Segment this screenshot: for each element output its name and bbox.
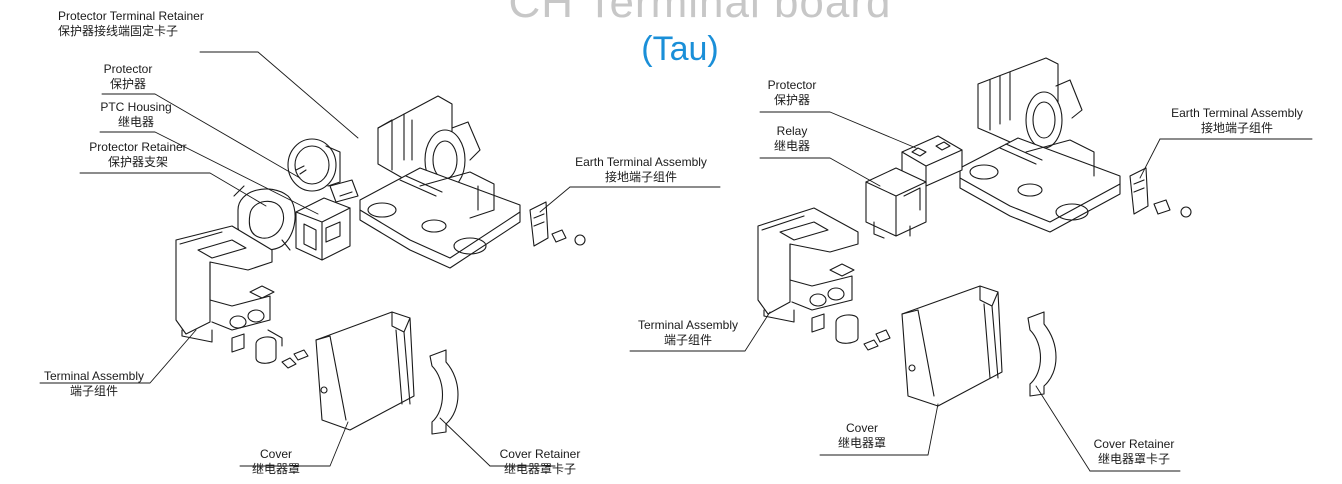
label-cover-left: Cover 继电器罩 xyxy=(246,447,306,477)
label-cn: 继电器罩 xyxy=(837,436,886,450)
left-protector-retainer xyxy=(233,185,296,251)
label-protector-terminal-retainer: Protector Terminal Retainer 保护器接线端固定卡子 xyxy=(58,9,204,39)
right-mounting-bracket xyxy=(959,57,1121,233)
right-earth-terminal xyxy=(1129,167,1149,215)
label-en: PTC Housing xyxy=(100,100,172,114)
label-cn: 端子组件 xyxy=(69,384,118,398)
label-terminal-assembly-right: Terminal Assembly 端子组件 xyxy=(628,318,748,348)
label-terminal-assembly-left: Terminal Assembly 端子组件 xyxy=(34,369,154,399)
right-terminal-pieces xyxy=(811,313,859,344)
label-en: Protector Retainer xyxy=(89,140,187,154)
label-cn: 保护器接线端固定卡子 xyxy=(58,24,179,38)
label-cover-right: Cover 继电器罩 xyxy=(832,421,892,451)
label-en: Earth Terminal Assembly xyxy=(1171,106,1303,120)
left-protector xyxy=(287,138,341,192)
right-cover xyxy=(901,285,1003,407)
label-protector-retainer: Protector Retainer 保护器支架 xyxy=(76,140,200,170)
label-earth-terminal-assembly-left: Earth Terminal Assembly 接地端子组件 xyxy=(566,155,716,185)
label-en: Relay xyxy=(776,124,808,138)
label-en: Protector Terminal Retainer xyxy=(58,9,204,23)
label-en: Protector xyxy=(767,78,817,92)
label-en: Cover xyxy=(259,447,292,461)
label-en: Protector xyxy=(103,62,153,76)
label-en: Cover Retainer xyxy=(499,447,581,461)
label-cn: 继电器罩 xyxy=(251,462,300,476)
label-en: Cover xyxy=(845,421,878,435)
left-leader-lines xyxy=(39,51,721,467)
label-ptc-housing: PTC Housing 继电器 xyxy=(94,100,178,130)
label-cn: 继电器 xyxy=(773,139,810,153)
label-relay: Relay 继电器 xyxy=(768,124,816,154)
label-protector-left: Protector 保护器 xyxy=(100,62,156,92)
label-en: Terminal Assembly xyxy=(43,369,145,383)
label-cn: 接地端子组件 xyxy=(604,170,677,184)
label-cn: 保护器 xyxy=(773,93,810,107)
label-cn: 保护器 xyxy=(109,77,146,91)
left-earth-terminal xyxy=(529,201,549,247)
label-en: Terminal Assembly xyxy=(637,318,739,332)
diagram-subtitle: (Tau) xyxy=(641,30,719,68)
diagram-title: CH Terminal board xyxy=(508,0,892,27)
label-cn: 继电器罩卡子 xyxy=(503,462,576,476)
label-earth-terminal-assembly-right: Earth Terminal Assembly 接地端子组件 xyxy=(1162,106,1312,136)
label-protector-right: Protector 保护器 xyxy=(764,78,820,108)
left-cover xyxy=(315,311,415,431)
right-terminal-housing xyxy=(757,207,859,323)
left-cover-retainer xyxy=(429,349,459,435)
label-cn: 继电器罩卡子 xyxy=(1097,452,1170,466)
label-cn: 保护器支架 xyxy=(107,155,168,169)
label-en: Earth Terminal Assembly xyxy=(575,155,707,169)
label-cn: 接地端子组件 xyxy=(1200,121,1273,135)
label-cover-retainer-left: Cover Retainer 继电器罩卡子 xyxy=(490,447,590,477)
label-en: Cover Retainer xyxy=(1093,437,1175,451)
right-screws xyxy=(863,199,1192,351)
right-cover-retainer xyxy=(1027,311,1057,397)
left-ptc-housing xyxy=(295,197,351,261)
left-terminal-pieces xyxy=(231,329,283,364)
right-relay xyxy=(865,167,927,239)
left-protector-terminal-retainer xyxy=(329,179,359,203)
left-terminal-housing xyxy=(175,225,275,343)
left-screws xyxy=(281,229,586,369)
right-leader-lines xyxy=(629,111,1313,472)
label-cover-retainer-right: Cover Retainer 继电器罩卡子 xyxy=(1084,437,1184,467)
label-cn: 继电器 xyxy=(117,115,154,129)
label-cn: 端子组件 xyxy=(663,333,712,347)
left-mounting-bracket xyxy=(359,95,521,269)
